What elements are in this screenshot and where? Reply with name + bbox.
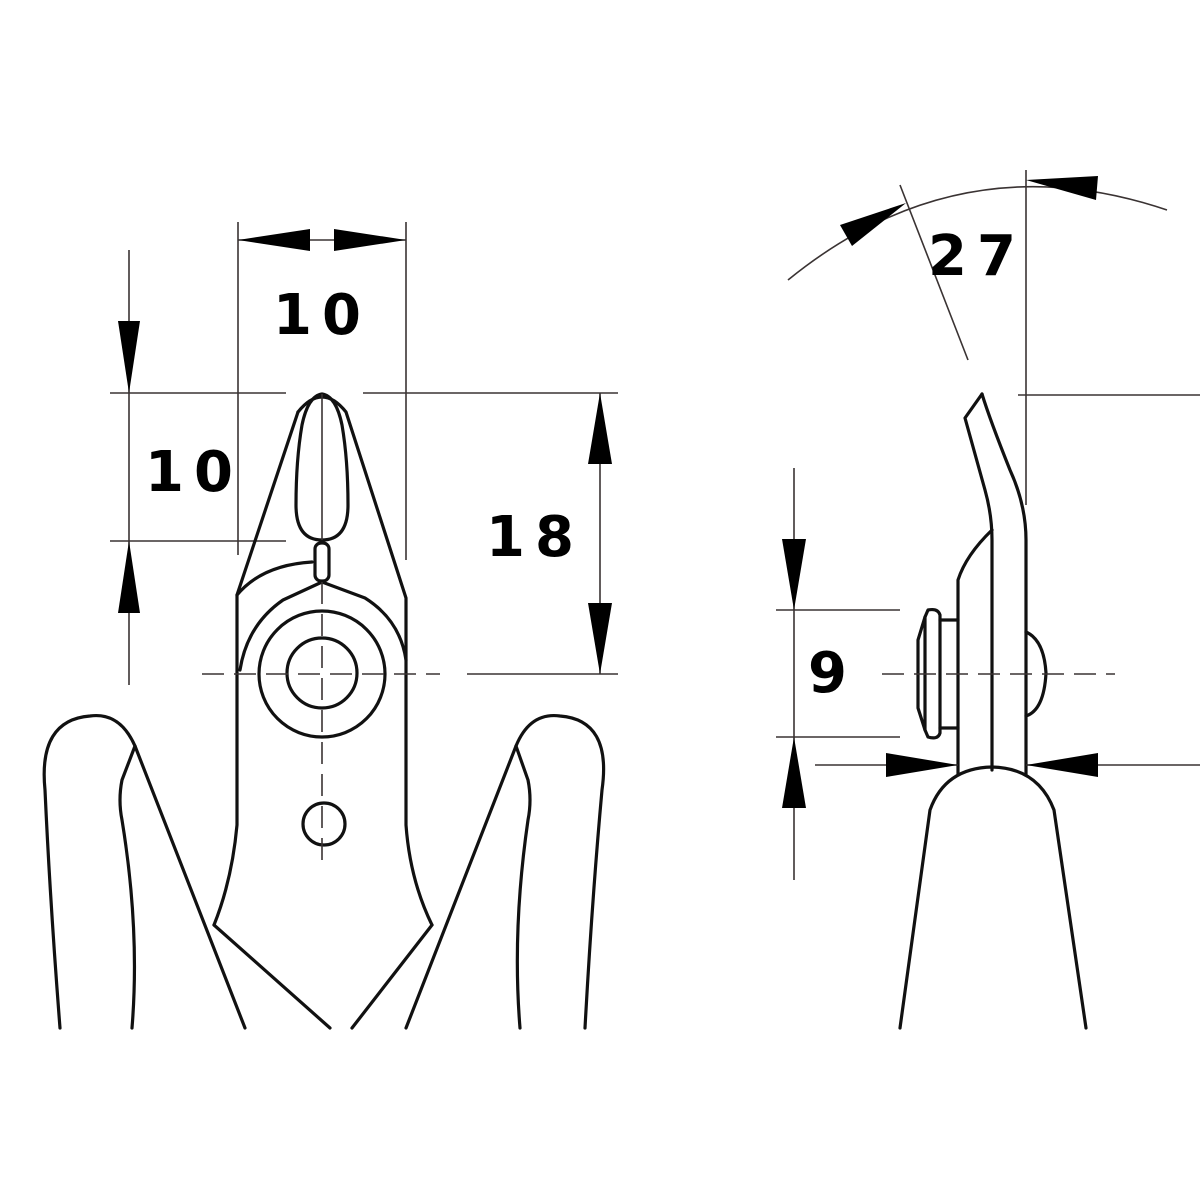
pivot-thickness-label: 9 <box>808 641 857 706</box>
pivot-thickness-dimension: 9 <box>776 468 900 880</box>
head-length-dimension: 18 <box>486 393 612 674</box>
side-handle <box>898 765 1088 1030</box>
jaw-width-dimension: 10 <box>238 229 406 348</box>
right-handle <box>404 713 606 1030</box>
angle-dimension: 27 <box>787 170 1200 505</box>
head-length-label: 18 <box>486 505 584 570</box>
tip-length-dimension: 10 <box>118 250 243 685</box>
front-view: 10 10 18 <box>42 222 618 1030</box>
left-handle <box>42 713 247 1030</box>
angle-label: 27 <box>928 224 1026 289</box>
side-view: 27 9 <box>776 170 1200 1030</box>
jaw-width-label: 10 <box>273 283 371 348</box>
tip-length-label: 10 <box>145 440 243 505</box>
side-jaw <box>963 392 994 772</box>
pivot-bolt <box>285 636 359 710</box>
pivot-outer-ring <box>257 609 387 739</box>
spring-hole <box>301 801 347 847</box>
